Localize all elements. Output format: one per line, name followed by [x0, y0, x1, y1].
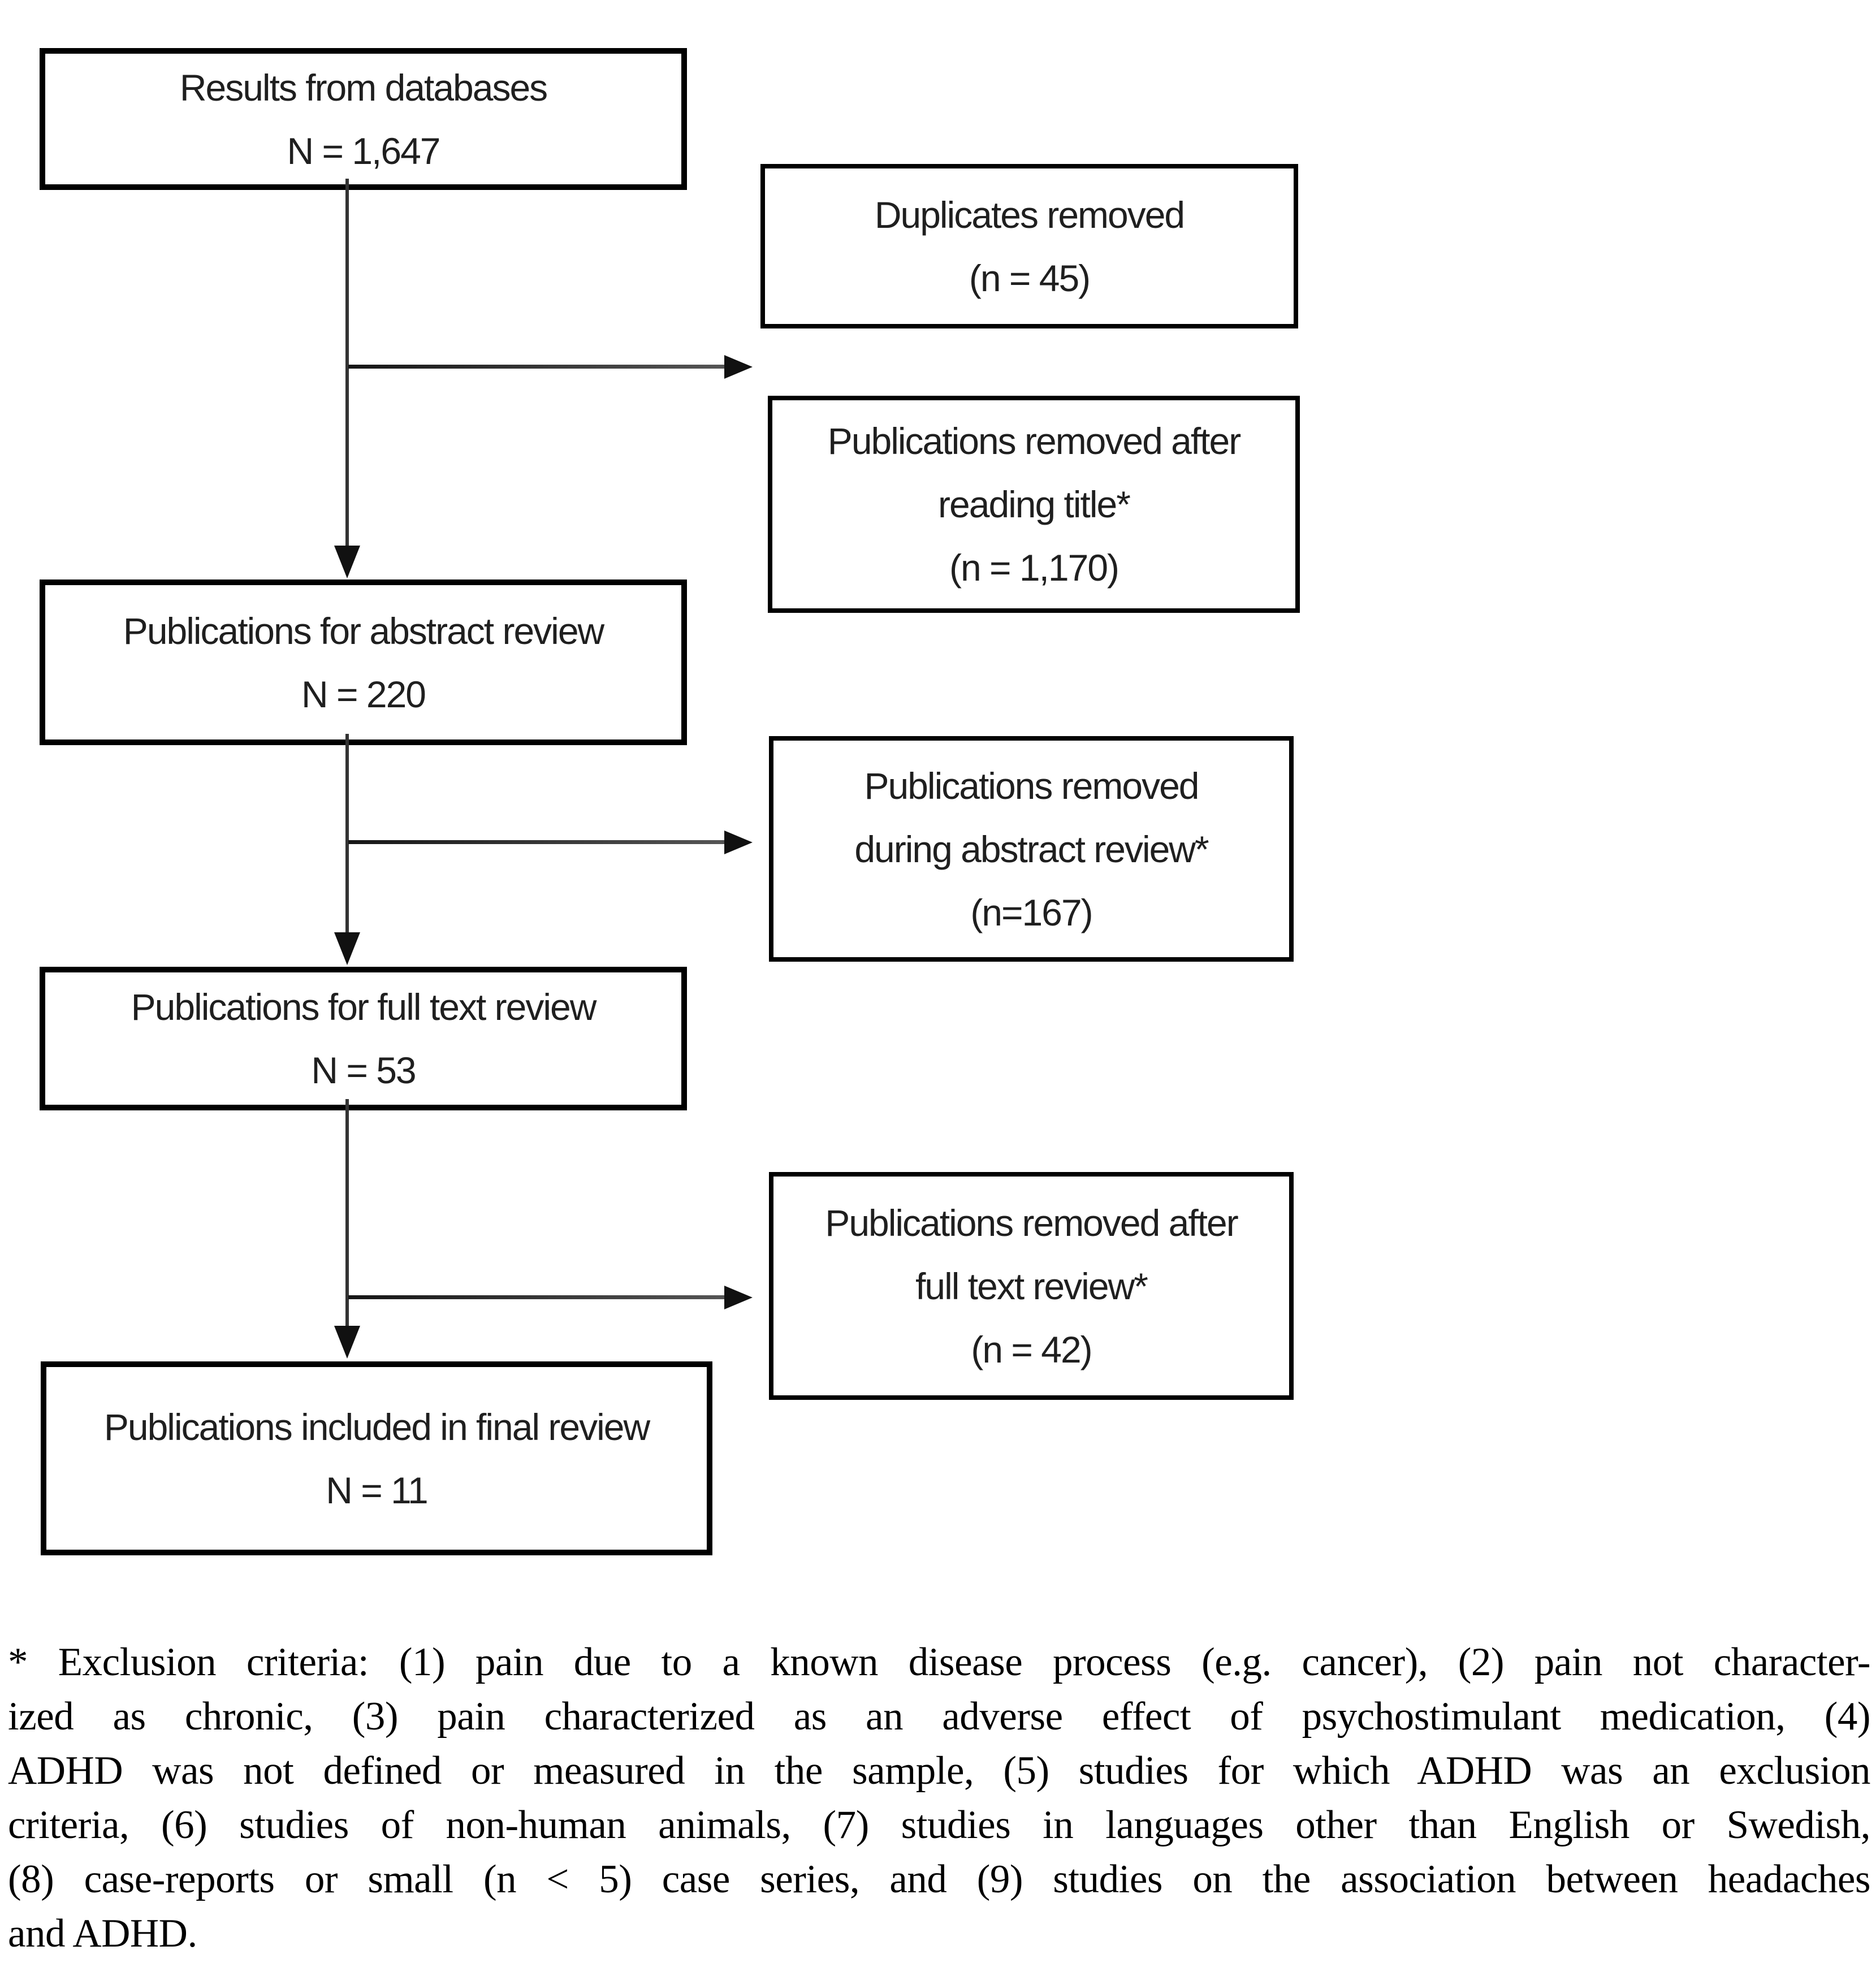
removal-box-after-title-count: (n = 1,170) — [949, 547, 1119, 589]
arrow-right-icon — [724, 1286, 753, 1309]
footnote-line: ADHD was not defined or measured in the … — [8, 1749, 1871, 1793]
removal-box-during-abstract-label-2: during abstract review* — [854, 828, 1209, 870]
stage-box-final-review-label: Publications included in final review — [103, 1406, 650, 1448]
removal-box-after-fulltext-count: (n = 42) — [971, 1328, 1092, 1370]
stage-box-results-databases: Results from databases N = 1,647 — [40, 48, 687, 190]
connector-line-down-3 — [345, 1099, 349, 1329]
removal-box-duplicates-label: Duplicates removed — [874, 193, 1185, 236]
removal-box-after-fulltext-label-2: full text review* — [915, 1265, 1148, 1307]
stage-box-abstract-review-count: N = 220 — [301, 673, 426, 715]
connector-line-right-1 — [348, 365, 725, 369]
footnote-line: and ADHD. — [8, 1912, 197, 1956]
removal-box-after-title: Publications removed after reading title… — [768, 396, 1300, 613]
connector-line-down-2 — [345, 734, 349, 936]
footnote-line: * Exclusion criteria: (1) pain due to a … — [8, 1640, 1871, 1684]
exclusion-criteria-footnote: * Exclusion criteria: (1) pain due to a … — [8, 1635, 1871, 1961]
connector-line-right-3 — [348, 1295, 725, 1299]
removal-box-during-abstract-label-1: Publications removed — [864, 764, 1200, 807]
stage-box-abstract-review-label: Publications for abstract review — [123, 609, 604, 652]
footnote-line: criteria, (6) studies of non-human anima… — [8, 1803, 1871, 1847]
removal-box-duplicates-count: (n = 45) — [969, 257, 1091, 299]
removal-box-after-fulltext: Publications removed after full text rev… — [769, 1172, 1294, 1400]
stage-box-results-databases-label: Results from databases — [179, 66, 548, 109]
stage-box-full-text-review-count: N = 53 — [311, 1049, 416, 1091]
removal-box-after-title-label-1: Publications removed after — [827, 420, 1241, 462]
stage-box-full-text-review: Publications for full text review N = 53 — [40, 967, 687, 1110]
footnote-line: (8) case-reports or small (n < 5) case s… — [8, 1857, 1871, 1901]
arrow-right-icon — [724, 831, 753, 854]
arrow-down-icon — [334, 1326, 360, 1359]
stage-box-abstract-review: Publications for abstract review N = 220 — [40, 580, 687, 745]
stage-box-full-text-review-label: Publications for full text review — [131, 986, 597, 1028]
footnote-line: ized as chronic, (3) pain characterized … — [8, 1694, 1871, 1739]
removal-box-after-fulltext-label-1: Publications removed after — [825, 1201, 1238, 1244]
arrow-right-icon — [724, 355, 753, 379]
arrow-down-icon — [334, 546, 360, 578]
removal-box-after-title-label-2: reading title* — [938, 483, 1131, 525]
removal-box-during-abstract-count: (n=167) — [970, 891, 1093, 933]
removal-box-duplicates: Duplicates removed (n = 45) — [760, 164, 1298, 328]
removal-box-during-abstract: Publications removed during abstract rev… — [769, 736, 1294, 962]
connector-line-right-2 — [348, 840, 725, 844]
stage-box-final-review-count: N = 11 — [326, 1469, 428, 1511]
stage-box-final-review: Publications included in final review N … — [41, 1361, 712, 1555]
connector-line-down-1 — [345, 179, 349, 548]
arrow-down-icon — [334, 932, 360, 965]
stage-box-results-databases-count: N = 1,647 — [287, 129, 440, 172]
